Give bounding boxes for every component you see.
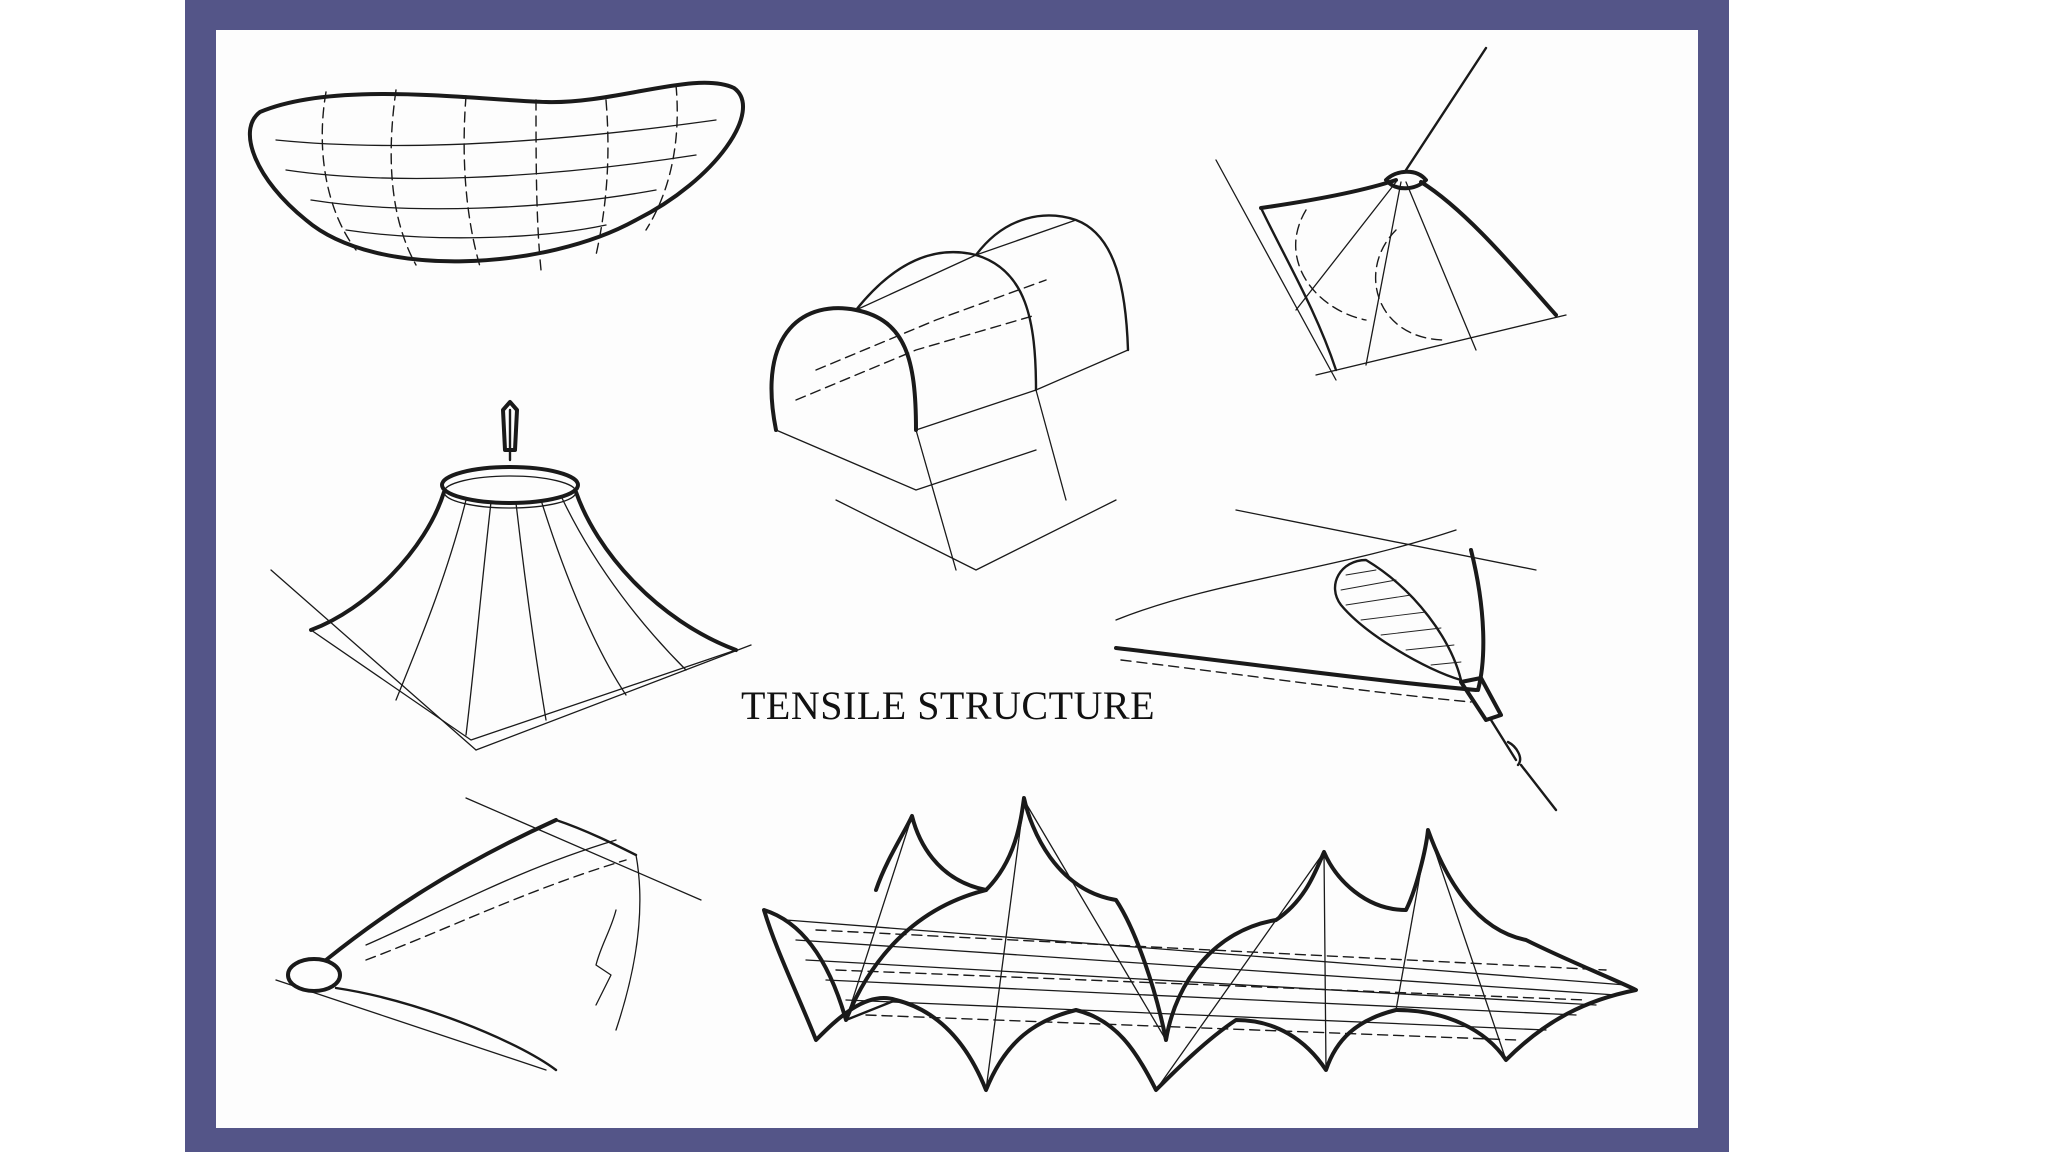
ring-cone-sketch (270, 400, 752, 751)
saddle-dish-sketch (247, 80, 745, 271)
slide-panel: TENSILE STRUCTURE (216, 30, 1698, 1128)
cable-edge-detail-sketch (1114, 509, 1558, 812)
mast-point-sketch (1215, 46, 1567, 381)
arch-tunnel-sketch (769, 214, 1130, 571)
hem-pocket-sketch (275, 797, 702, 1072)
diagram-caption: TENSILE STRUCTURE (741, 683, 1156, 728)
tensile-sketches (247, 46, 1638, 1092)
multi-peak-membrane-sketch (762, 796, 1638, 1092)
